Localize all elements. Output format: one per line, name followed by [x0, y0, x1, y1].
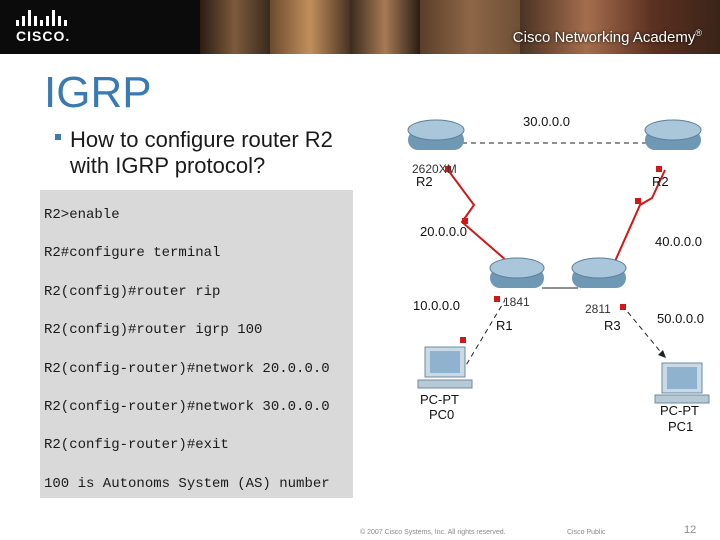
interface-dot-icon	[635, 198, 641, 204]
network-label: 50.0.0.0	[657, 311, 704, 326]
header-photo-strip	[200, 0, 720, 54]
config-code-block: R2>enable R2#configure terminal R2(confi…	[40, 190, 353, 498]
network-label: 40.0.0.0	[655, 234, 702, 249]
router-label: R2	[652, 174, 669, 189]
code-line: R2(config)#router rip	[44, 284, 221, 300]
router-label: R3	[604, 318, 621, 333]
network-label: 30.0.0.0	[523, 114, 570, 129]
router-label: R2	[416, 174, 433, 189]
code-line: R2(config-router)#network 30.0.0.0	[44, 399, 330, 415]
arrow-icon	[658, 350, 666, 358]
serial-link-r2-r3	[611, 169, 666, 269]
network-label: 10.0.0.0	[413, 298, 460, 313]
serial-link-r2-r1	[447, 169, 516, 269]
pc-icon	[417, 346, 473, 389]
router-model: 1841	[503, 295, 530, 309]
code-line: R2#configure terminal	[44, 245, 221, 261]
interface-dot-icon	[460, 337, 466, 343]
footer-copyright: © 2007 Cisco Systems, Inc. All rights re…	[360, 529, 506, 536]
router-label: R1	[496, 318, 513, 333]
interface-dot-icon	[445, 166, 451, 172]
interface-dot-icon	[462, 218, 468, 224]
router-icon	[644, 119, 702, 150]
pc-icon	[654, 362, 710, 404]
cisco-bridge-icon	[16, 10, 70, 26]
page-number: 12	[684, 524, 697, 536]
network-label: 20.0.0.0	[420, 224, 467, 239]
pc-name: PC1	[668, 419, 694, 434]
router-model: 2620XM	[412, 162, 457, 176]
cisco-logo: CISCO.	[16, 10, 70, 44]
link-pc0-r1	[461, 299, 506, 373]
cisco-wordmark: CISCO.	[16, 28, 71, 44]
code-line: R2(config)#router igrp 100	[44, 322, 263, 338]
router-icon	[407, 119, 465, 150]
footer-classification: Cisco Public	[567, 529, 606, 536]
code-line: R2(config-router)#exit	[44, 437, 229, 453]
bullet-icon	[55, 134, 61, 140]
link-r3-pc1	[621, 304, 665, 357]
code-line: 100 is Autonoms System (AS) number	[44, 476, 330, 492]
slide-bullet: How to configure router R2 with IGRP pro…	[70, 127, 333, 178]
code-line: R2>enable	[44, 207, 120, 223]
pc-name: PC0	[429, 407, 455, 422]
router-model: 2811	[585, 302, 611, 316]
pc-type: PC-PT	[660, 403, 699, 418]
header-banner: CISCO. Cisco Networking Academy®	[0, 0, 720, 54]
code-line: R2(config-router)#network 20.0.0.0	[44, 361, 330, 377]
router-icon	[489, 257, 545, 288]
academy-title: Cisco Networking Academy®	[512, 28, 702, 46]
interface-dot-icon	[656, 166, 662, 172]
interface-dot-icon	[620, 304, 626, 310]
interface-dot-icon	[494, 296, 500, 302]
pc-type: PC-PT	[420, 392, 459, 407]
router-icon	[571, 257, 627, 288]
slide-title: IGRP	[44, 68, 152, 117]
